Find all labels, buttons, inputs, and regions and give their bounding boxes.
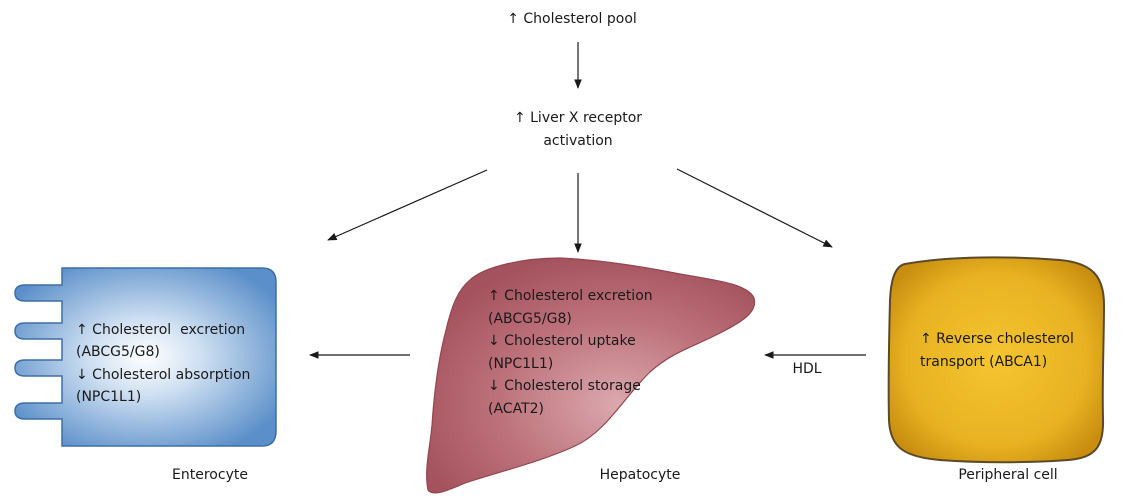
cholesterol-pool-label: ↑ Cholesterol pool <box>507 11 637 27</box>
lxr-activation-label-line1: ↑ Liver X receptor <box>514 110 642 126</box>
hepatocyte-text-line-3: ↓ Cholesterol uptake <box>488 333 636 349</box>
enterocyte-text-line-1: ↑ Cholesterol excretion <box>76 322 245 338</box>
enterocyte-text-line-4: (NPC1L1) <box>76 389 141 405</box>
hepatocyte-caption: Hepatocyte <box>600 467 681 483</box>
arrow-lxr-to-enterocyte <box>327 169 488 241</box>
hepatocyte-text-line-2: (ABCG5/G8) <box>488 311 572 327</box>
peripheral-caption: Peripheral cell <box>958 467 1057 483</box>
hepatocyte-text-line-6: (ACAT2) <box>488 401 544 417</box>
peripheral-text-line-1: ↑ Reverse cholesterol <box>920 331 1074 347</box>
hepatocyte-text-line-4: (NPC1L1) <box>488 356 553 372</box>
hepatocyte-text-line-1: ↑ Cholesterol excretion <box>488 288 653 304</box>
enterocyte-text-line-2: (ABCG5/G8) <box>76 344 160 360</box>
enterocyte-text-line-3: ↓ Cholesterol absorption <box>76 367 250 383</box>
hepatocyte-liver-shape <box>426 257 756 494</box>
lxr-activation-label-line2: activation <box>543 133 612 149</box>
enterocyte-cell-shape <box>14 267 277 447</box>
arrow-lxr-to-peripheral <box>676 168 833 248</box>
hdl-label: HDL <box>792 361 821 377</box>
peripheral-text-line-2: transport (ABCA1) <box>920 354 1047 370</box>
peripheral-cell-shape <box>887 256 1106 464</box>
enterocyte-caption: Enterocyte <box>172 467 248 483</box>
hepatocyte-text-line-5: ↓ Cholesterol storage <box>488 378 641 394</box>
